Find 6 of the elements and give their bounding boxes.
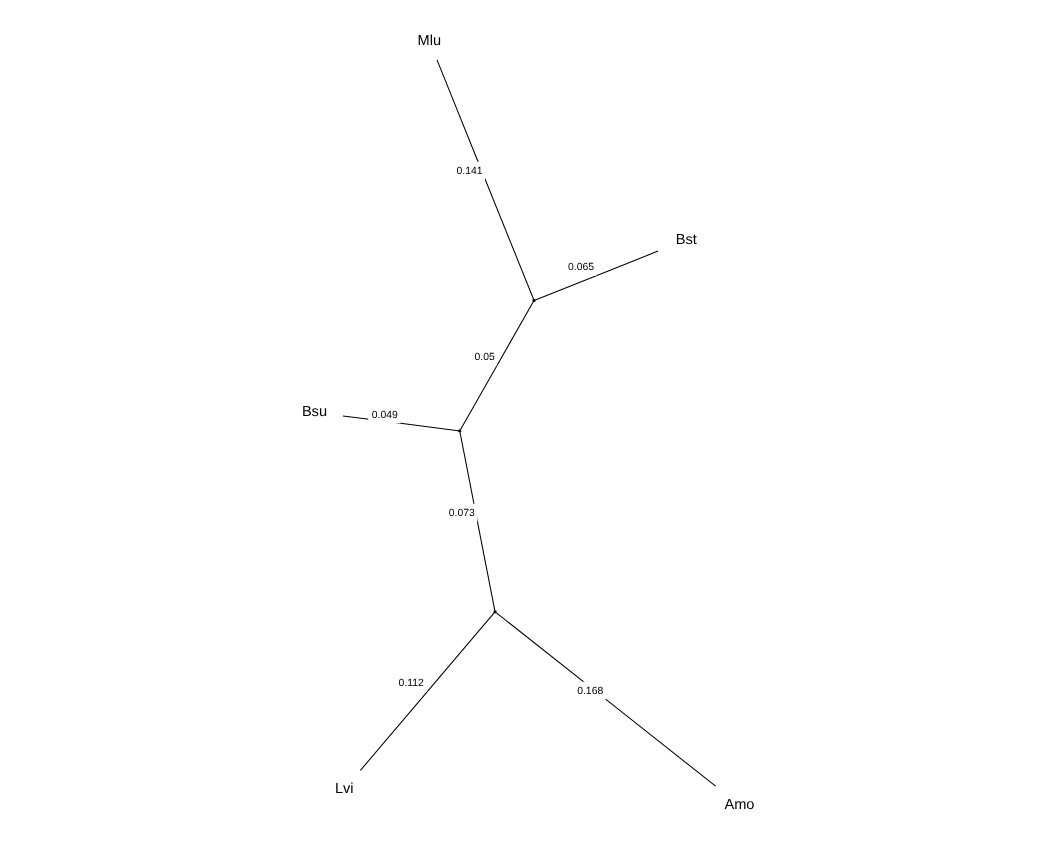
node-point: [458, 428, 462, 432]
connector: [460, 300, 534, 429]
node-point: [532, 297, 536, 302]
connector: [342, 414, 459, 431]
connector: [534, 249, 659, 300]
connector: [436, 58, 535, 299]
